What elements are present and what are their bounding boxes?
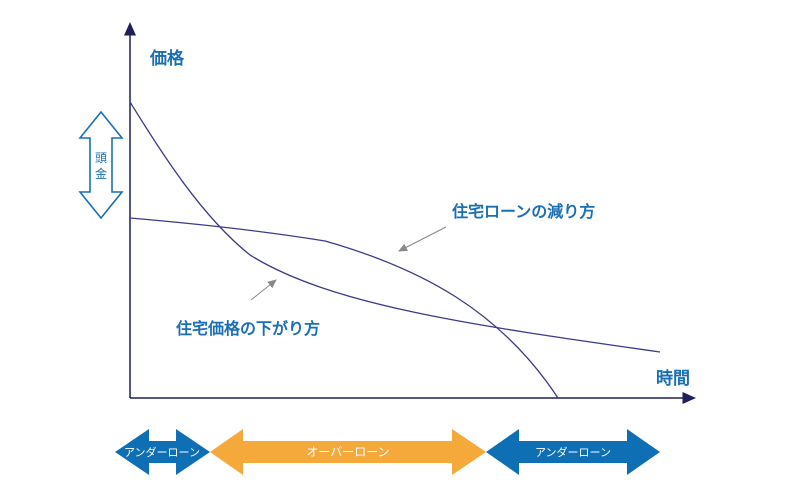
band-over-loan-label: オーバーローン xyxy=(306,445,389,459)
band-under-loan-left-label: アンダーローン xyxy=(124,445,200,459)
band-under-loan-right: アンダーローン xyxy=(486,429,660,475)
x-axis-label: 時間 xyxy=(656,368,690,389)
down-payment-label-bottom: 金 xyxy=(95,166,107,181)
loan-curve-label: 住宅ローンの減り方 xyxy=(452,202,595,221)
down-payment-arrow: 頭 金 xyxy=(78,110,124,220)
down-payment-label-top: 頭 xyxy=(95,151,107,165)
band-under-loan-right-label: アンダーローン xyxy=(535,445,611,459)
band-over-loan: オーバーローン xyxy=(210,429,486,475)
y-axis-label: 価格 xyxy=(149,48,185,69)
loan-curve-pointer xyxy=(398,226,447,252)
band-under-loan-left: アンダーローン xyxy=(115,429,210,475)
loan-balance-curve xyxy=(129,217,559,399)
price-curve-pointer xyxy=(250,279,277,301)
price-curve-label: 住宅価格の下がり方 xyxy=(176,319,320,338)
house-price-curve xyxy=(129,101,661,353)
